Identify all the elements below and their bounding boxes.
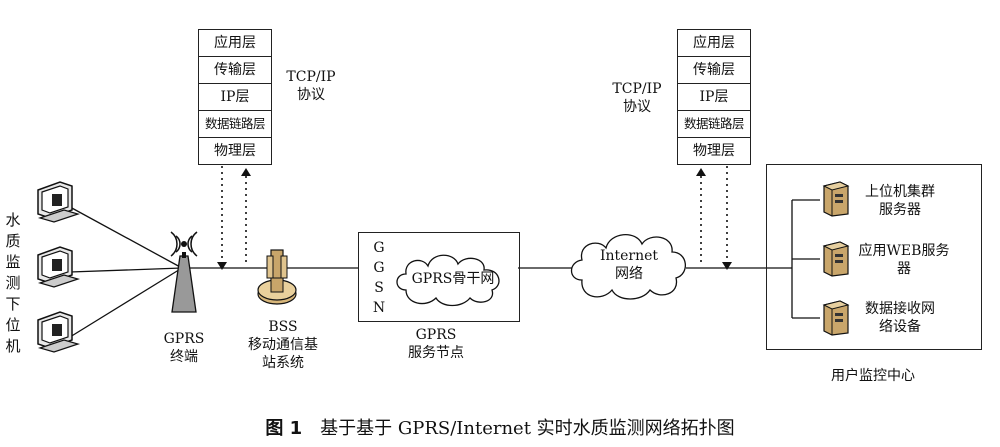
user-center-box — [766, 164, 982, 350]
server-icon — [822, 300, 850, 336]
figure-caption: 图 1 基于基于 GPRS/Internet 实时水质监测网络拓扑图 — [0, 414, 1000, 440]
stack-layer: 数据链路层 — [199, 111, 271, 138]
bss-line1: BSS — [268, 319, 298, 335]
figure-number: 图 1 — [265, 418, 303, 439]
monitor-side-char: 监 — [5, 253, 21, 271]
protocol-label-line2: 协议 — [297, 87, 325, 103]
server-label-line1: 上位机集群 — [865, 184, 935, 200]
gprs-terminal-label: GPRS 终端 — [158, 330, 210, 366]
protocol-label-line1: TCP/IP — [612, 81, 662, 97]
bss-line2: 移动通信基 — [248, 337, 318, 353]
monitor-side-char: 位 — [5, 316, 21, 334]
protocol-label-right: TCP/IP 协议 — [608, 80, 666, 116]
ggsn-letter: G — [373, 260, 385, 276]
protocol-stack-right: 应用层 传输层 IP层 数据链路层 物理层 — [677, 29, 751, 165]
stack-layer: 数据链路层 — [678, 111, 750, 138]
protocol-label-line1: TCP/IP — [286, 69, 336, 85]
ggsn-letter: G — [373, 240, 385, 256]
stack-layer: IP层 — [678, 84, 750, 111]
internet-cloud-label: Internet 网络 — [586, 247, 672, 283]
protocol-label-left: TCP/IP 协议 — [282, 68, 340, 104]
internet-line2: 网络 — [615, 266, 643, 282]
monitor-side-char: 测 — [5, 274, 21, 292]
gprs-terminal-line2: 终端 — [170, 349, 198, 365]
server-label: 应用WEB服务 器 — [854, 242, 954, 278]
stack-layer: IP层 — [199, 84, 271, 111]
server-label-line2: 络设备 — [879, 319, 921, 335]
gprs-node-label: GPRS 服务节点 — [386, 326, 486, 362]
server-icon — [822, 181, 850, 217]
gprs-backbone-label: GPRS骨干网 — [411, 271, 495, 287]
server-label: 数据接收网 络设备 — [856, 300, 944, 336]
computer-icon — [37, 311, 81, 353]
stack-layer: 应用层 — [199, 30, 271, 57]
ggsn-letter: S — [374, 280, 384, 296]
monitor-side-char: 质 — [5, 232, 21, 250]
server-label-line1: 应用WEB服务 — [858, 243, 950, 259]
server-label-line2: 服务器 — [879, 202, 921, 218]
stack-layer: 物理层 — [693, 143, 735, 159]
gprs-backbone-cloud — [396, 254, 500, 307]
monitor-side-label: 水 质 监 测 下 位 机 — [4, 210, 22, 357]
internet-line1: Internet — [599, 248, 659, 264]
computer-icon — [37, 246, 81, 288]
ggsn-letter: N — [372, 300, 386, 316]
ggsn-label: G G S N — [372, 238, 386, 318]
bss-label: BSS 移动通信基 站系统 — [236, 318, 330, 372]
stack-layer: 传输层 — [199, 57, 271, 84]
antenna-icon — [170, 231, 198, 313]
server-label-line2: 器 — [897, 261, 911, 277]
monitor-side-char: 水 — [5, 211, 21, 229]
gprs-node-line2: 服务节点 — [408, 345, 464, 361]
stack-layer: 应用层 — [678, 30, 750, 57]
gprs-terminal-line1: GPRS — [163, 331, 205, 347]
computer-icon — [37, 181, 81, 223]
gprs-node-box — [358, 232, 520, 322]
protocol-label-line2: 协议 — [623, 99, 651, 115]
base-station-icon — [257, 249, 297, 305]
bss-line3: 站系统 — [262, 355, 304, 371]
stack-layer: 传输层 — [678, 57, 750, 84]
protocol-stack-left: 应用层 传输层 IP层 数据链路层 物理层 — [198, 29, 272, 165]
user-center-label: 用户监控中心 — [831, 368, 915, 384]
monitor-side-char: 下 — [5, 295, 21, 313]
figure-caption-text: 基于基于 GPRS/Internet 实时水质监测网络拓扑图 — [320, 418, 735, 439]
stack-layer: 物理层 — [214, 143, 256, 159]
server-label-line1: 数据接收网 — [865, 301, 935, 317]
monitor-side-char: 机 — [5, 337, 21, 355]
server-label: 上位机集群 服务器 — [858, 183, 942, 219]
server-icon — [822, 241, 850, 277]
internet-cloud — [570, 234, 686, 300]
gprs-node-line1: GPRS — [415, 327, 457, 343]
